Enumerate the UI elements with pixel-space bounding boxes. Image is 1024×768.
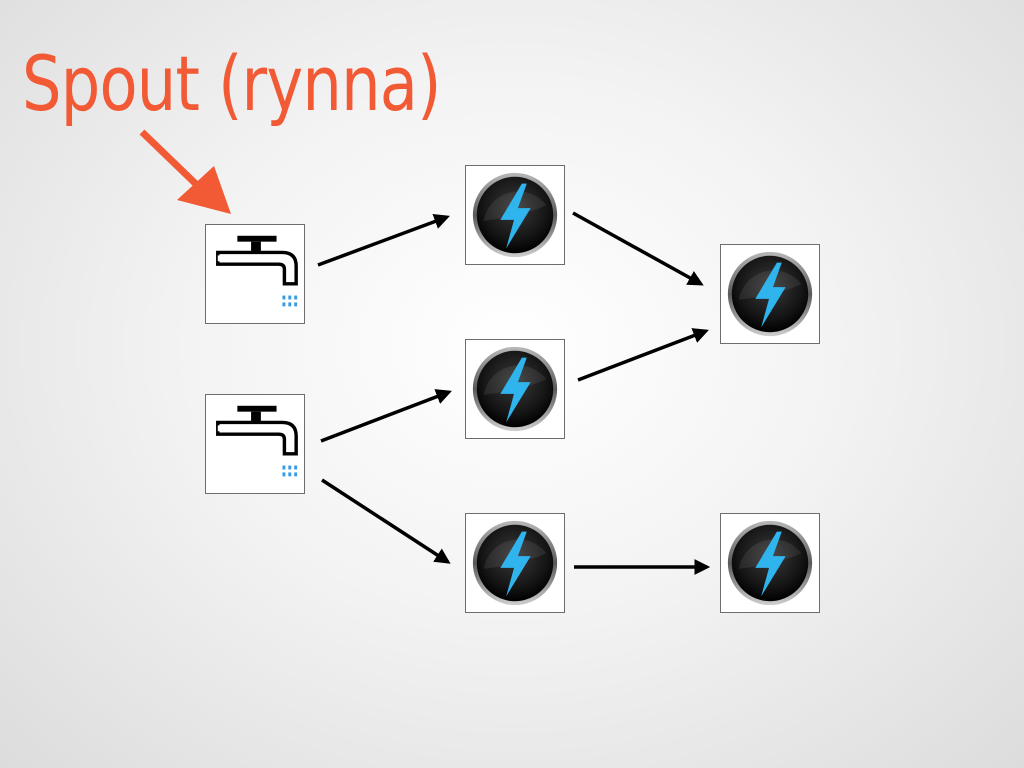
bolt-node xyxy=(465,339,565,439)
callout-arrow-head xyxy=(177,166,231,214)
spout-node xyxy=(205,394,305,494)
bolt-node xyxy=(720,244,820,344)
lightning-bolt-icon xyxy=(721,245,819,343)
edge-spout-2-bolt-2 xyxy=(320,389,452,443)
edge-bolt-1-bolt-4 xyxy=(572,211,704,286)
lightning-bolt-icon xyxy=(466,340,564,438)
bolt-node xyxy=(465,513,565,613)
spout-node xyxy=(205,224,305,324)
bolt-node xyxy=(465,165,565,265)
lightning-bolt-icon xyxy=(466,166,564,264)
lightning-bolt-icon xyxy=(466,514,564,612)
lightning-bolt-icon xyxy=(721,514,819,612)
faucet-icon xyxy=(206,225,304,323)
bolt-node xyxy=(720,513,820,613)
edge-spout-2-bolt-3 xyxy=(321,478,451,564)
faucet-icon xyxy=(206,395,304,493)
edge-bolt-2-bolt-4 xyxy=(577,328,709,382)
slide-title: Spout (rynna) xyxy=(22,39,441,128)
edge-spout-1-bolt-1 xyxy=(317,214,450,267)
callout-arrow xyxy=(139,129,201,189)
